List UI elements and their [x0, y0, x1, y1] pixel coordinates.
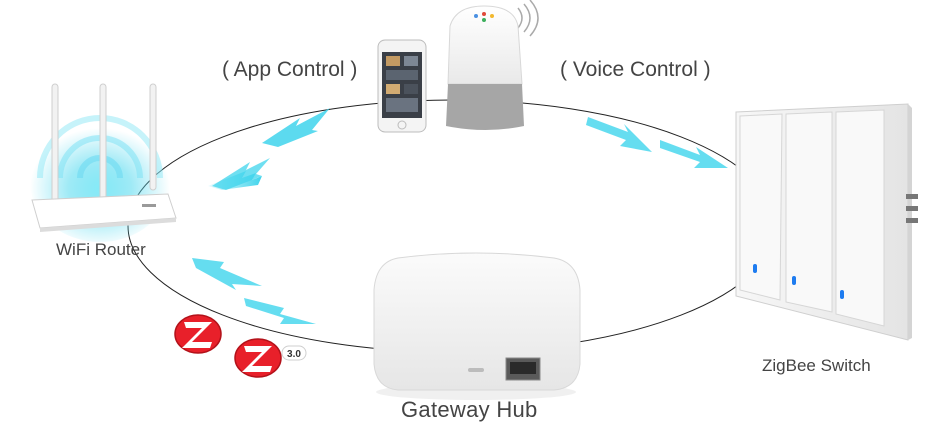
arrow-speaker-to-switch-2: [660, 140, 728, 168]
switch-led-1: [753, 264, 757, 273]
zigbee-3-logo-icon: 3.0: [234, 338, 307, 378]
gateway-hub-icon: [373, 252, 581, 400]
wifi-router-label: WiFi Router: [56, 240, 146, 259]
arrow-speaker-to-switch: [586, 117, 652, 152]
switch-led-3: [840, 290, 844, 299]
arrow-router-to-phone: [262, 108, 330, 147]
zigbee-switch-icon: [735, 103, 918, 341]
switch-led-2: [792, 276, 796, 285]
arrow-router-to-hub: [244, 298, 316, 324]
arrow-hub-to-router: [192, 258, 262, 290]
arrow-router-to-phone-2: [212, 158, 270, 190]
voice-control-label: ( Voice Control ): [560, 58, 711, 81]
zigbee-logo-icon: [174, 314, 222, 354]
zigbee-version-label: 3.0: [287, 349, 301, 360]
wifi-router-icon: [30, 83, 177, 242]
gateway-hub-label: Gateway Hub: [401, 397, 538, 422]
smartphone-icon: [377, 39, 427, 133]
smart-speaker-icon: [446, 0, 539, 130]
app-control-label: ( App Control ): [222, 58, 358, 81]
zigbee-switch-label: ZigBee Switch: [762, 356, 871, 375]
